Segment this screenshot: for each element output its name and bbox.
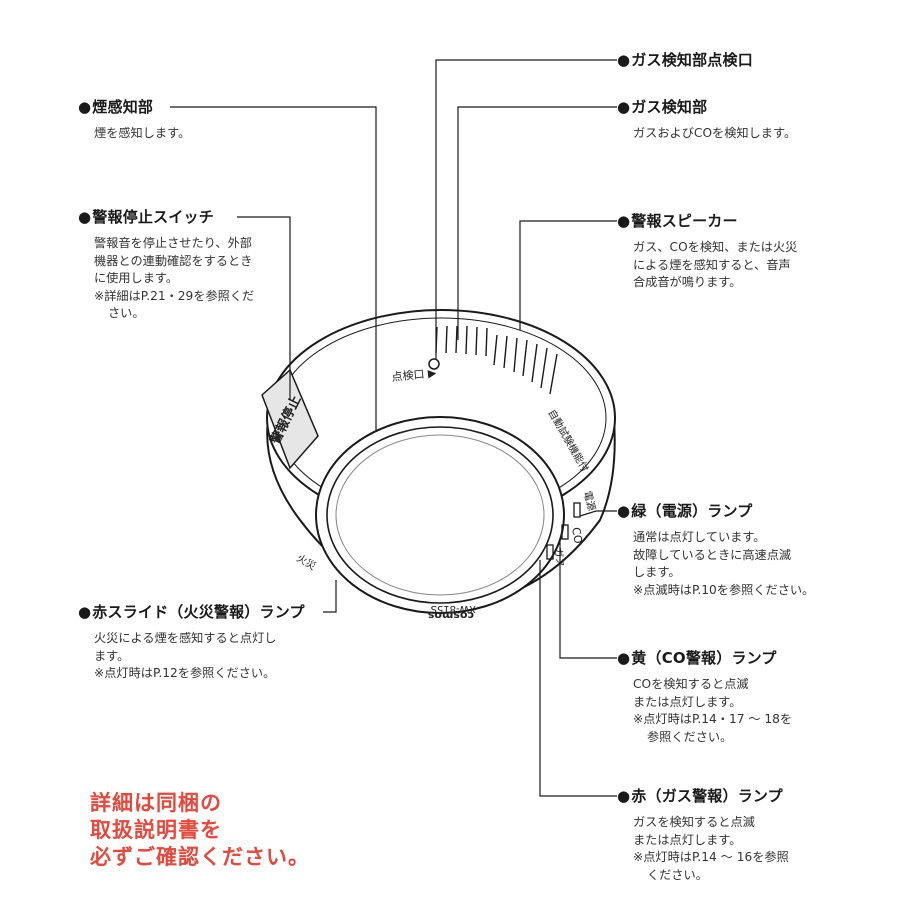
callout-title: 緑（電源）ランプ bbox=[617, 502, 814, 520]
callout-line: ※点灯時はP.14 〜 16を参照 bbox=[633, 850, 789, 864]
red-gas-lamp bbox=[546, 544, 554, 560]
callout-title: 赤スライド（火災警報）ランプ bbox=[78, 603, 305, 621]
callout-line: に使用します。 bbox=[94, 271, 179, 285]
callout-line: ※点滅時はP.10を参照ください。 bbox=[633, 582, 815, 597]
callout-alarm-stop-switch: 警報停止スイッチ 警報音を停止させたり、外部 機器との連動確認をするとき に使用… bbox=[78, 208, 254, 323]
callout-body: 通常は点灯しています。 故障しているときに高速点滅 します。 ※点滅時はP.10… bbox=[617, 529, 814, 599]
callout-title: 赤（ガス警報）ランプ bbox=[617, 787, 789, 805]
device-co-label: CO bbox=[569, 526, 585, 545]
callout-smoke-sensor: 煙感知部 煙を感知します。 bbox=[78, 98, 190, 143]
callout-line: ※詳細はP.21・29を参照くだ bbox=[94, 288, 255, 303]
device-model-label: XW-815S bbox=[431, 603, 476, 614]
stop-switch-panel bbox=[261, 368, 319, 470]
callout-line: ガスを検知すると点滅 bbox=[633, 815, 755, 829]
notice-line: 取扱説明書を bbox=[90, 818, 222, 842]
callout-body: COを検知すると点滅 または点灯します。 ※点灯時はP.14・17 〜 18を … bbox=[617, 676, 792, 746]
device-gas-label: ガス bbox=[552, 547, 566, 568]
callout-line: 参照ください。 bbox=[647, 729, 733, 744]
callout-line: による煙を感知すると、音声 bbox=[633, 257, 791, 272]
callout-line: または点灯します。 bbox=[633, 694, 742, 709]
callout-body: ガスおよびCOを検知します。 bbox=[617, 125, 796, 143]
callout-title: 警報スピーカー bbox=[617, 212, 797, 230]
callout-line: さい。 bbox=[108, 306, 145, 320]
callout-red-gas-lamp: 赤（ガス警報）ランプ ガスを検知すると点滅 または点灯します。 ※点灯時はP.1… bbox=[617, 787, 789, 884]
callout-body: 煙を感知します。 bbox=[78, 125, 190, 143]
callout-line: 煙を感知します。 bbox=[94, 126, 191, 140]
device-check-port-label: 点検口 ▶ bbox=[391, 365, 438, 384]
callout-body: 警報音を停止させたり、外部 機器との連動確認をするとき に使用します。 ※詳細は… bbox=[78, 235, 254, 323]
green-lamp bbox=[573, 502, 581, 518]
callout-line: ※点灯時はP.12を参照ください。 bbox=[94, 666, 276, 680]
callout-green-power-lamp: 緑（電源）ランプ 通常は点灯しています。 故障しているときに高速点滅 します。 … bbox=[617, 502, 814, 599]
callout-title: ガス検知部 bbox=[617, 98, 796, 116]
callout-title: 煙感知部 bbox=[78, 98, 190, 116]
callout-title: 黄（CO警報）ランプ bbox=[617, 649, 792, 667]
callout-line: 合成音が鳴ります。 bbox=[633, 275, 742, 289]
device-fire-label: 火災 bbox=[295, 552, 318, 572]
callout-gas-sensor: ガス検知部 ガスおよびCOを検知します。 bbox=[617, 98, 796, 143]
callout-line: 警報音を停止させたり、外部 bbox=[94, 236, 252, 250]
sensor-disc bbox=[326, 426, 554, 604]
yellow-lamp bbox=[561, 524, 569, 540]
callout-line: ます。 bbox=[94, 648, 130, 663]
callout-line: 機器との連動確認をするとき bbox=[94, 253, 253, 268]
callout-line: ガスおよびCOを検知します。 bbox=[633, 126, 797, 140]
vent-slots bbox=[435, 325, 558, 395]
callout-line: ガス、COを検知、または火災 bbox=[633, 240, 798, 254]
check-port-hole bbox=[428, 358, 440, 370]
callout-alarm-speaker: 警報スピーカー ガス、COを検知、または火災 による煙を感知すると、音声 合成音… bbox=[617, 212, 797, 292]
callout-body: ガスを検知すると点滅 または点灯します。 ※点灯時はP.14 〜 16を参照 く… bbox=[617, 814, 789, 884]
leader-lines bbox=[170, 59, 617, 797]
callout-line: ※点灯時はP.14・17 〜 18を bbox=[633, 712, 793, 726]
callout-line: COを検知すると点滅 bbox=[633, 677, 749, 691]
notice-line: 詳細は同梱の bbox=[90, 791, 222, 815]
callout-title: 警報停止スイッチ bbox=[78, 208, 254, 226]
notice-line: 必ずご確認ください。 bbox=[90, 845, 310, 869]
callout-body: 火災による煙を感知すると点灯し ます。 ※点灯時はP.12を参照ください。 bbox=[78, 630, 305, 683]
callout-gas-check-port: ガス検知部点検口 bbox=[617, 51, 753, 69]
callout-title: ガス検知部点検口 bbox=[617, 51, 753, 69]
callout-body: ガス、COを検知、または火災 による煙を感知すると、音声 合成音が鳴ります。 bbox=[617, 239, 797, 292]
callout-line: ください。 bbox=[647, 867, 708, 882]
callout-line: 故障しているときに高速点滅 bbox=[633, 547, 792, 562]
callout-yellow-co-lamp: 黄（CO警報）ランプ COを検知すると点滅 または点灯します。 ※点灯時はP.1… bbox=[617, 649, 792, 746]
device-brand-label: cosmos bbox=[427, 609, 474, 622]
callout-line: 通常は点灯しています。 bbox=[633, 530, 766, 544]
callout-line: または点灯します。 bbox=[633, 832, 742, 847]
callout-red-slide-lamp: 赤スライド（火災警報）ランプ 火災による煙を感知すると点灯し ます。 ※点灯時は… bbox=[78, 603, 305, 683]
manual-notice: 詳細は同梱の 取扱説明書を 必ずご確認ください。 bbox=[90, 790, 310, 871]
callout-line: します。 bbox=[633, 565, 681, 579]
callout-line: 火災による煙を感知すると点灯し bbox=[94, 631, 277, 645]
